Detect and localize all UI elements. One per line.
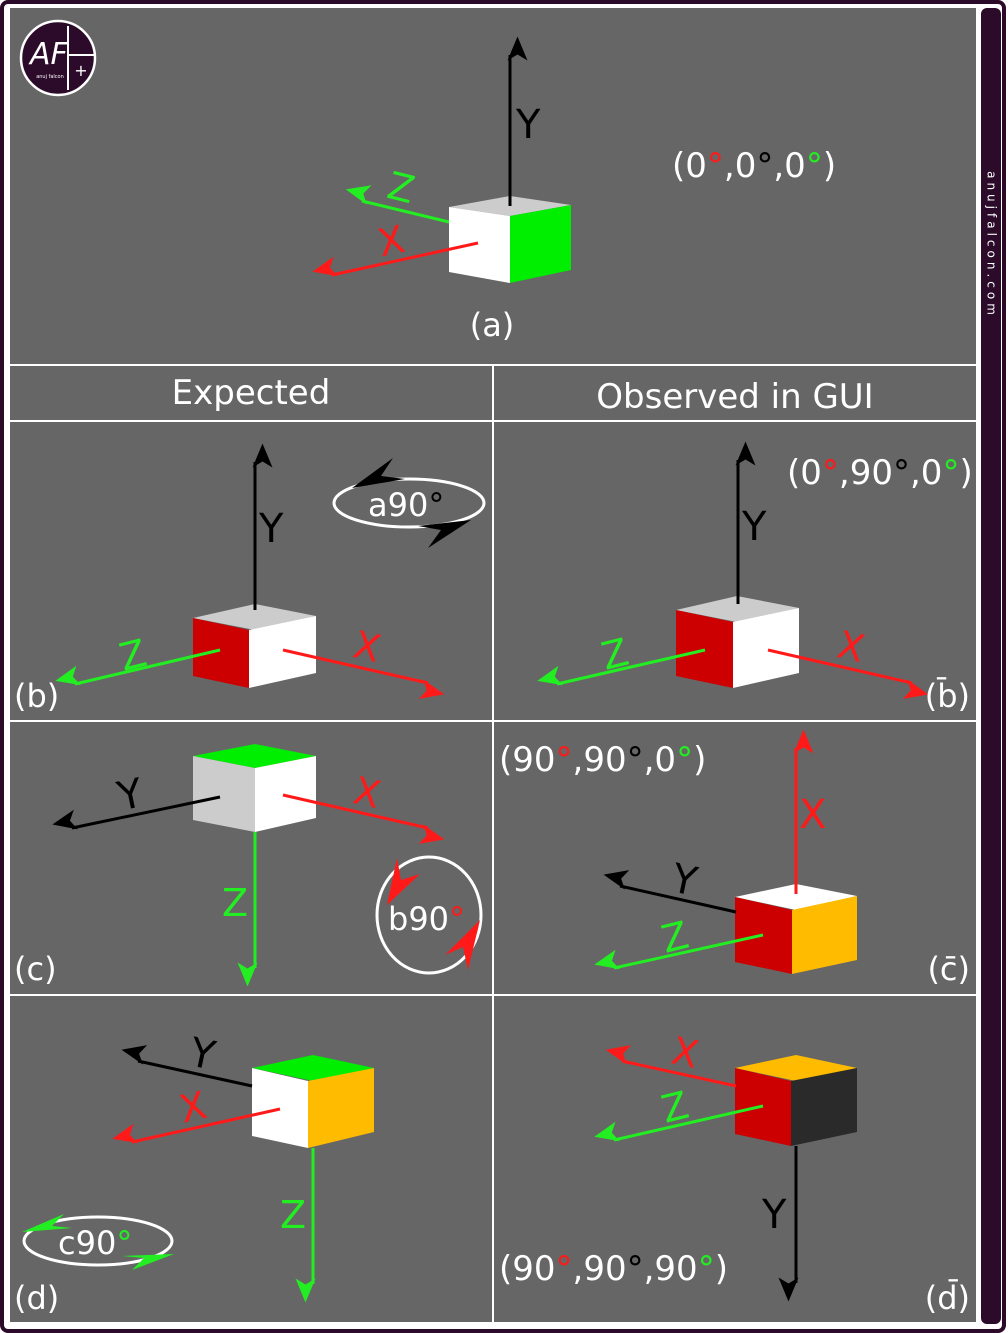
grid-lines: [10, 364, 976, 1322]
axis-c-z-label: Z: [222, 881, 248, 925]
cube-co-top-white: [735, 884, 857, 910]
cube-bo-top: [676, 596, 799, 622]
panel-d-label: (d): [14, 1279, 59, 1317]
cube-bo-side-white: [733, 608, 799, 688]
cube-d-side-orange: [308, 1068, 374, 1148]
cube-c-side-white: [255, 756, 316, 832]
cube-c-top-green: [193, 744, 316, 768]
axis-c-y: [52, 795, 221, 830]
rotation-arrow-b-bottom: [418, 520, 471, 548]
header-expected: Expected: [172, 373, 331, 413]
axis-b-x: [282, 648, 445, 699]
cube-co-front-red: [735, 897, 792, 974]
axis-c-x: [282, 793, 445, 844]
cube-d-front-white: [252, 1068, 308, 1148]
panel-d-observed-angles: (90°,90°,90°): [499, 1249, 728, 1289]
rotation-arrow-b-top: [352, 458, 405, 488]
axis-co-y: [603, 870, 737, 914]
axis-a-x: [312, 241, 479, 277]
sidebar-site-text: anujfalcon.com: [985, 171, 999, 319]
axis-d-x: [112, 1107, 281, 1144]
panel-c-observed-angles: (90°,90°,0°): [499, 740, 706, 780]
rotation-arrow-d-top: [22, 1214, 72, 1232]
panel-a: Y Z X (a) (0°,0°,0°): [312, 36, 836, 344]
panel-b-observed-label: (b̄): [925, 676, 970, 715]
cube-a-front: [449, 207, 510, 283]
logo-tagline: anuj falcon: [36, 74, 64, 80]
cube-c-front-gray: [193, 756, 255, 832]
panel-c-observed-label: (c̄): [927, 950, 970, 988]
rotation-label-d: c90°: [58, 1224, 132, 1262]
header-observed: Observed in GUI: [596, 377, 873, 417]
rotation-ring-d: [22, 1215, 174, 1267]
panel-b-observed-angles: (0°,90°,0°): [787, 453, 973, 493]
axis-a-y-label: Y: [515, 102, 541, 148]
axis-a-z: [345, 185, 450, 224]
axis-d-z-label: Z: [280, 1193, 306, 1237]
axis-bo-z: [537, 648, 706, 686]
logo-letters: AF: [28, 37, 69, 72]
axis-b-y-label: Y: [258, 506, 284, 552]
rotation-label-c: b90°: [388, 900, 465, 938]
sidebar-strip: [981, 8, 1001, 1324]
axis-d-y: [121, 1045, 253, 1088]
panel-c-observed: X Y Z (90°,90°,0°) (c̄): [499, 729, 970, 988]
axis-bo-x: [767, 648, 929, 699]
rotation-label-b: a90°: [368, 486, 444, 524]
axis-do-x: [605, 1045, 737, 1088]
rotation-arrow-d-bottom: [122, 1254, 174, 1270]
rotation-arrow-c-bottom: [445, 920, 480, 970]
rotation-ring-b: [332, 477, 486, 529]
axis-b-z: [55, 648, 221, 686]
cube-b-side-white: [249, 616, 316, 688]
panel-b-observed: Y Z X (0°,90°,0°) (b̄): [537, 441, 973, 715]
cube-co-side-orange: [792, 896, 857, 974]
axis-co-z: [594, 933, 764, 970]
axis-do-z: [594, 1104, 764, 1142]
logo-plus: +: [74, 61, 87, 80]
panel-d-observed: X Z Y (90°,90°,90°) (d̄): [499, 1029, 970, 1317]
rotation-ring-c: [375, 855, 483, 975]
rotation-arrow-c-top: [387, 858, 420, 905]
panel-a-angles: (0°,0°,0°): [672, 146, 836, 186]
axis-bo-y-label: Y: [741, 504, 767, 550]
logo-circle: [19, 19, 97, 97]
panel-b: Y Z X a90° (b): [14, 443, 486, 715]
cube-b-front-red: [193, 618, 249, 688]
cube-do-side-dark: [791, 1068, 857, 1146]
panel-d-observed-label: (d̄): [925, 1278, 970, 1317]
panel-a-label: (a): [470, 306, 515, 344]
cube-b-top: [193, 604, 316, 630]
panel-b-label: (b): [14, 677, 59, 715]
panel-d: Y X Z c90° (d): [14, 1029, 374, 1317]
panel-c-label: (c): [14, 950, 57, 988]
axis-do-y-label: Y: [761, 1192, 787, 1238]
cube-a-side: [510, 205, 571, 283]
logo: AF + anuj falcon: [19, 19, 97, 97]
axis-co-x-label: X: [799, 792, 826, 838]
